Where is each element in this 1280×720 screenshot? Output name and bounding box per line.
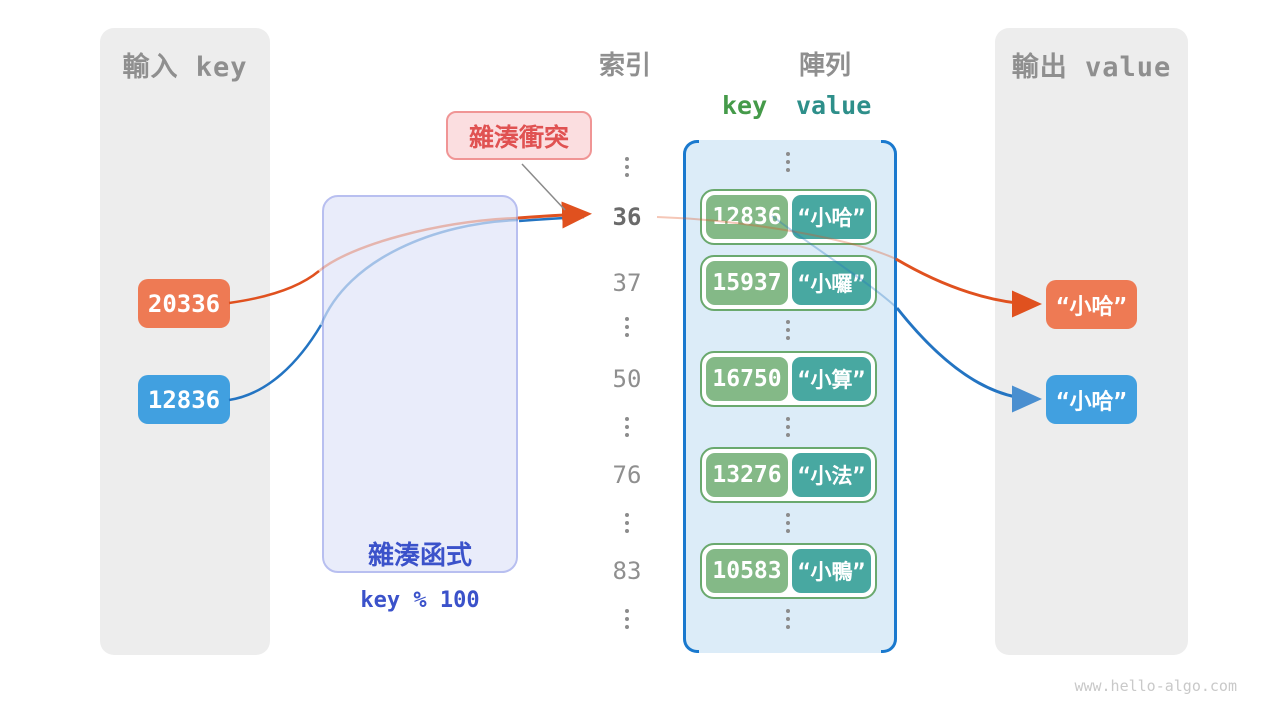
ellipsis-icon <box>786 417 790 437</box>
input-key-12836: 12836 <box>138 375 230 424</box>
array-key-header: key <box>722 91 768 120</box>
input-key-20336: 20336 <box>138 279 230 328</box>
ellipsis-icon <box>625 317 629 337</box>
pair-row-37: 15937 “小囉” <box>700 255 877 311</box>
ellipsis-icon <box>786 320 790 340</box>
ellipsis-icon <box>786 152 790 172</box>
index-50: 50 <box>612 365 642 393</box>
hash-function-formula: key % 100 <box>360 588 480 613</box>
index-36: 36 <box>612 203 642 231</box>
hash-function-title: 雜湊函式 <box>367 540 472 570</box>
array-left-bracket <box>683 140 699 653</box>
output-value-orange: “小哈” <box>1046 280 1137 329</box>
input-panel-title: 輸入 key <box>122 52 248 83</box>
pair-key: 10583 <box>706 549 788 593</box>
index-37: 37 <box>612 269 642 297</box>
ellipsis-icon <box>625 417 629 437</box>
index-76: 76 <box>612 461 642 489</box>
output-value-blue: “小哈” <box>1046 375 1137 424</box>
pair-value: “小鴨” <box>792 549 871 593</box>
array-right-bracket <box>881 140 897 653</box>
ellipsis-icon <box>625 157 629 177</box>
pair-row-76: 13276 “小法” <box>700 447 877 503</box>
pair-value: “小哈” <box>792 195 871 239</box>
array-column-title: 陣列 <box>798 50 851 80</box>
arrow-hash-to-index-blue <box>518 215 585 223</box>
pair-row-83: 10583 “小鴨” <box>700 543 877 599</box>
pair-value: “小囉” <box>792 261 871 305</box>
array-value-header: value <box>796 91 872 120</box>
pair-key: 12836 <box>706 195 788 239</box>
watermark: www.hello-algo.com <box>1074 677 1237 695</box>
collision-connector-line <box>521 163 566 211</box>
pair-row-50: 16750 “小算” <box>700 351 877 407</box>
hash-function-box: 雜湊函式 key % 100 <box>322 195 518 613</box>
index-83: 83 <box>612 557 642 585</box>
ellipsis-icon <box>625 609 629 629</box>
output-panel-title: 輸出 value <box>1011 52 1172 83</box>
ellipsis-icon <box>786 513 790 533</box>
pair-row-36: 12836 “小哈” <box>700 189 877 245</box>
pair-key: 16750 <box>706 357 788 401</box>
pair-value: “小算” <box>792 357 871 401</box>
index-column-title: 索引 <box>598 50 651 80</box>
input-key-panel: 輸入 key <box>100 28 270 655</box>
arrow-hash-to-index-orange <box>517 201 592 229</box>
pair-key: 15937 <box>706 261 788 305</box>
ellipsis-icon <box>786 609 790 629</box>
ellipsis-icon <box>625 513 629 533</box>
pair-value: “小法” <box>792 453 871 497</box>
pair-key: 13276 <box>706 453 788 497</box>
hash-collision-label: 雜湊衝突 <box>446 111 592 160</box>
output-value-panel: 輸出 value <box>995 28 1188 655</box>
